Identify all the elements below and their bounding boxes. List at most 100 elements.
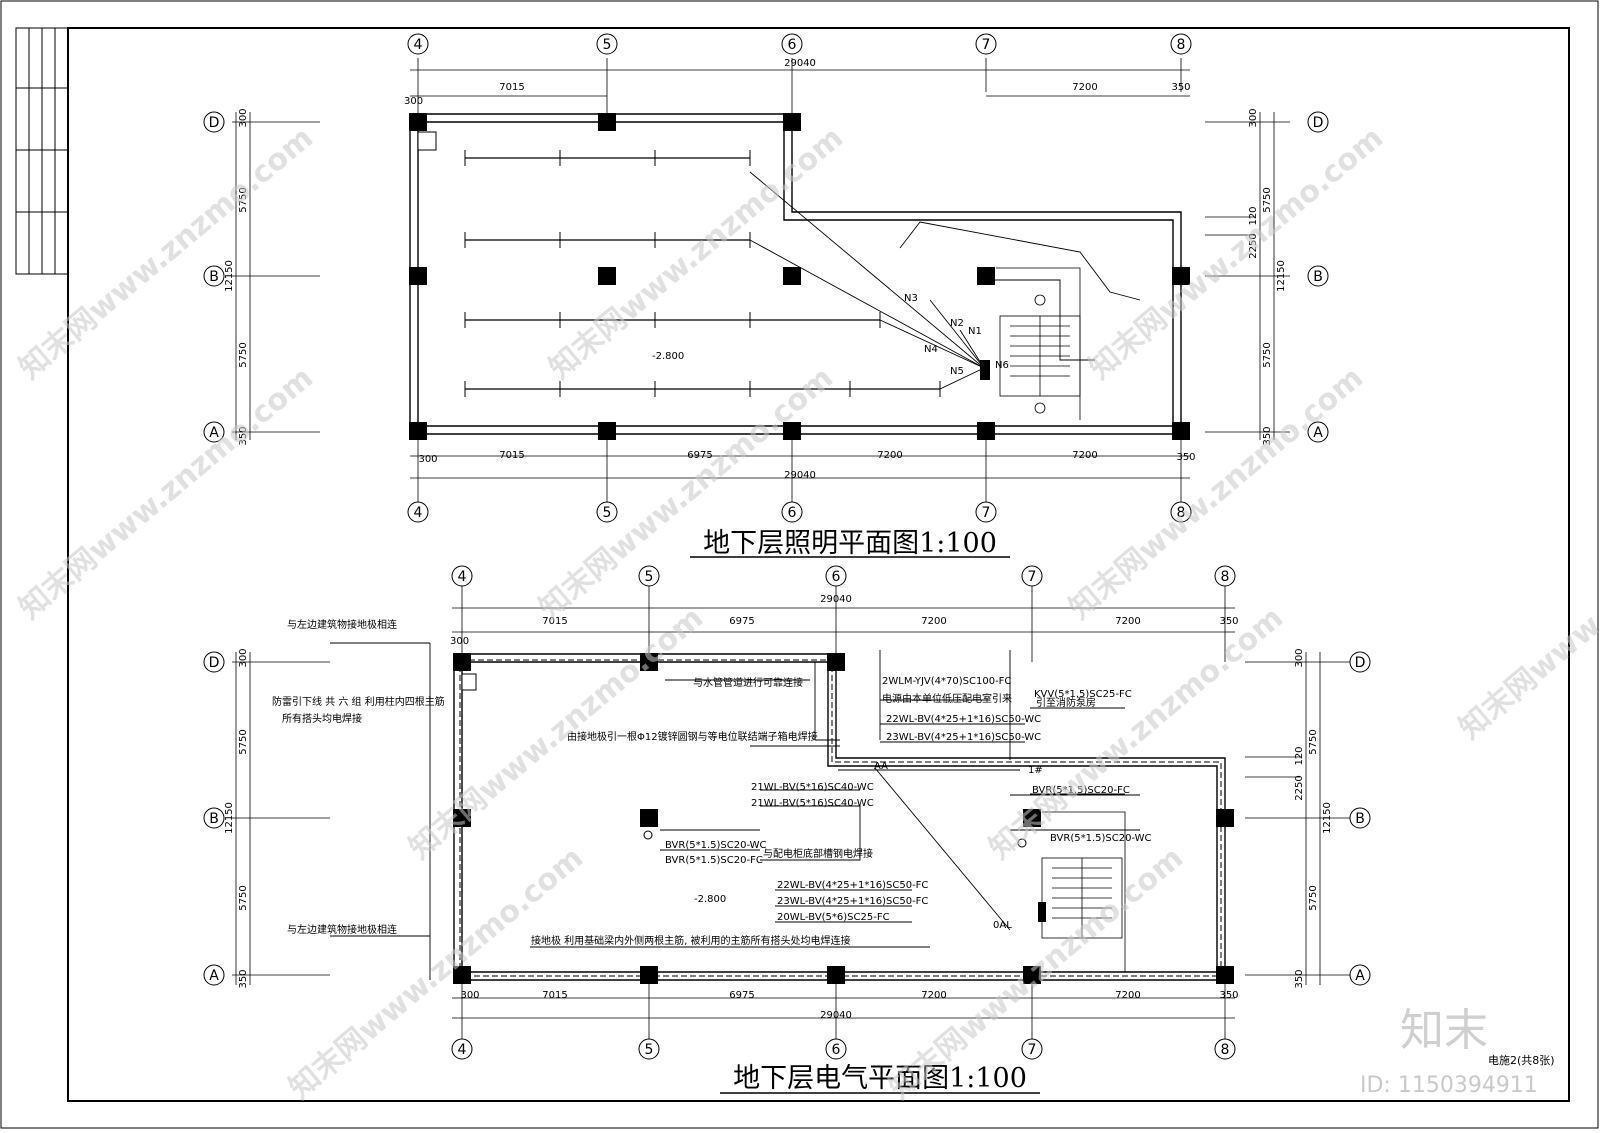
plan-title-lighting: 地下层照明平面图1:100 bbox=[703, 528, 997, 559]
watermark-site-6: 知末网www.znzmo.com bbox=[1063, 360, 1370, 626]
dim2-bay-2-top: 6975 bbox=[729, 616, 754, 627]
grid2-col-6-bottom: 6 bbox=[832, 1042, 841, 1058]
grid2-col-8-bottom: 8 bbox=[1221, 1042, 1230, 1058]
dim2-row-bottom-left: 350 bbox=[238, 969, 249, 988]
dim2-bay-3-bottom: 7200 bbox=[921, 990, 946, 1001]
grid2-col-8-top: 8 bbox=[1221, 569, 1230, 585]
note-panel-weld: 与配电柜底部槽钢电焊接 bbox=[763, 847, 873, 860]
grid2-row-D-right-bubble bbox=[1349, 651, 1371, 673]
grid2-col-7-top: 7 bbox=[1028, 569, 1037, 585]
note-foundation: 接地极 利用基础梁内外侧两根主筋, 被利用的主筋所有搭头处均电焊连接 bbox=[531, 934, 851, 947]
grid-col-8-bottom: 8 bbox=[1177, 505, 1186, 521]
grid-col-8-bottom-bubble bbox=[1170, 501, 1192, 523]
label-aa: AA bbox=[874, 761, 888, 772]
grid-col-8-top-bubble bbox=[1170, 33, 1192, 55]
cable-bvr-left-wc: BVR(5*1.5)SC20-WC bbox=[665, 840, 767, 851]
dim2-row-top-left: 300 bbox=[238, 648, 249, 667]
grid2-col-7-top-bubble bbox=[1021, 565, 1043, 587]
circuit-N2: N2 bbox=[950, 318, 964, 329]
cable-bvr-right-fc: BVR(5*1.5)SC20-FC bbox=[1032, 785, 1130, 796]
cable-22wl-fc: 22WL-BV(4*25+1*16)SC50-FC bbox=[777, 880, 928, 891]
circuit-N1: N1 bbox=[968, 326, 982, 337]
cable-kvv: KVV(5*1.5)SC25-FC bbox=[1034, 689, 1132, 700]
grid-col-6-top-bubble bbox=[781, 33, 803, 55]
dim-row-total-left: 12150 bbox=[224, 260, 235, 292]
cable-21wl-a: 21WL-BV(5*16)SC40-WC bbox=[751, 782, 874, 793]
cable-bvr-left-fc: BVR(5*1.5)SC20-FC bbox=[665, 855, 763, 866]
label-1-hash: 1# bbox=[1028, 765, 1043, 776]
grid-row-B-right-bubble bbox=[1307, 265, 1329, 287]
plan-title-electrical: 地下层电气平面图1:100 bbox=[733, 1063, 1027, 1094]
dim2-bay-4-top: 7200 bbox=[1115, 616, 1140, 627]
dim-bay-1-top: 7015 bbox=[499, 82, 524, 93]
cable-22wl-wc: 22WL-BV(4*25+1*16)SC50-WC bbox=[886, 714, 1041, 725]
watermark-site-10: 知末网www.znzmo.com bbox=[883, 840, 1190, 1106]
grid-row-A-left-bubble bbox=[203, 421, 225, 443]
note-ground-link-bottom: 与左边建筑物接地极相连 bbox=[287, 923, 397, 936]
dim2-row-span-2-left: 5750 bbox=[238, 885, 249, 910]
grid-row-D-right: D bbox=[1313, 115, 1324, 131]
grid2-col-4-bottom-bubble bbox=[451, 1038, 473, 1060]
dim2-bay-1-bottom: 7015 bbox=[542, 990, 567, 1001]
watermark-site-5: 知末网www.znzmo.com bbox=[533, 360, 840, 626]
grid2-col-8-top-bubble bbox=[1214, 565, 1236, 587]
grid-row-B-left-bubble bbox=[203, 265, 225, 287]
dim-right-span-2: 2250 bbox=[1248, 233, 1259, 258]
cable-main: 2WLM-YJV(4*70)SC100-FC bbox=[882, 676, 1011, 687]
grid-row-B-right: B bbox=[1313, 269, 1323, 285]
grid-col-5-bottom: 5 bbox=[603, 505, 612, 521]
circuit-N3: N3 bbox=[904, 293, 918, 304]
watermark-site-2: 知末网www.znzmo.com bbox=[543, 120, 850, 386]
grid2-row-A-left: A bbox=[209, 968, 219, 984]
level-mark-lighting: -2.800 bbox=[652, 351, 684, 362]
dim-left-offset-top: 300 bbox=[404, 96, 423, 107]
grid2-col-8-bottom-bubble bbox=[1214, 1038, 1236, 1060]
dim2-row-total-right: 12150 bbox=[1322, 802, 1333, 834]
dim2-right-span-2: 2250 bbox=[1294, 775, 1305, 800]
grid2-row-D-left: D bbox=[209, 655, 220, 671]
watermark-site-4: 知末网www.znzmo.com bbox=[13, 360, 320, 626]
dim-row-bottom-left: 350 bbox=[238, 426, 249, 445]
dim2-left-offset-bottom: 300 bbox=[460, 990, 479, 1001]
grid-col-4-bottom: 4 bbox=[414, 505, 423, 521]
dim2-right-offset-bottom: 350 bbox=[1219, 990, 1238, 1001]
grid-col-7-top: 7 bbox=[982, 37, 991, 53]
sheet-inner-border bbox=[67, 27, 1570, 1102]
grid2-row-D-right: D bbox=[1355, 655, 1366, 671]
dim2-left-offset-top: 300 bbox=[450, 636, 469, 647]
level-mark-electrical: -2.800 bbox=[694, 894, 726, 905]
grid2-col-4-top-bubble bbox=[451, 565, 473, 587]
grid-row-A-left: A bbox=[209, 425, 219, 441]
grid2-row-A-right: A bbox=[1355, 968, 1365, 984]
grid2-row-B-right-bubble bbox=[1349, 807, 1371, 829]
label-distribution-box: 0AL bbox=[993, 920, 1012, 931]
note-ground-link-top: 与左边建筑物接地极相连 bbox=[287, 618, 397, 631]
grid2-row-B-left-bubble bbox=[203, 807, 225, 829]
grid-row-A-right-bubble bbox=[1307, 421, 1329, 443]
grid-col-7-top-bubble bbox=[975, 33, 997, 55]
grid2-col-5-bottom: 5 bbox=[645, 1042, 654, 1058]
grid2-col-4-bottom: 4 bbox=[458, 1042, 467, 1058]
grid-col-4-top-bubble bbox=[407, 33, 429, 55]
grid2-col-5-top-bubble bbox=[638, 565, 660, 587]
watermark-logo: 知末 bbox=[1400, 1005, 1488, 1056]
dim-left-offset-bottom: 300 bbox=[418, 454, 437, 465]
grid-row-D-right-bubble bbox=[1307, 111, 1329, 133]
sheet-number: 电施2(共8张) bbox=[1488, 1054, 1555, 1067]
circuit-N4: N4 bbox=[924, 344, 938, 355]
dim2-total-bottom: 29040 bbox=[820, 1010, 852, 1021]
lighting-plan bbox=[232, 58, 1290, 504]
grid-col-6-top: 6 bbox=[788, 37, 797, 53]
dim2-total-top: 29040 bbox=[820, 594, 852, 605]
grid2-row-D-left-bubble bbox=[203, 651, 225, 673]
watermark-site-9: 知末网www.znzmo.com bbox=[283, 840, 590, 1106]
grid-row-D-left: D bbox=[209, 115, 220, 131]
grid-row-D-left-bubble bbox=[203, 111, 225, 133]
watermark-site-11: 知末网www.znzmo.com bbox=[1453, 480, 1600, 746]
dim2-row-top-right: 300 bbox=[1294, 648, 1305, 667]
dim2-row-total-left: 12150 bbox=[224, 802, 235, 834]
dim2-right-span-3: 120 bbox=[1294, 746, 1305, 765]
